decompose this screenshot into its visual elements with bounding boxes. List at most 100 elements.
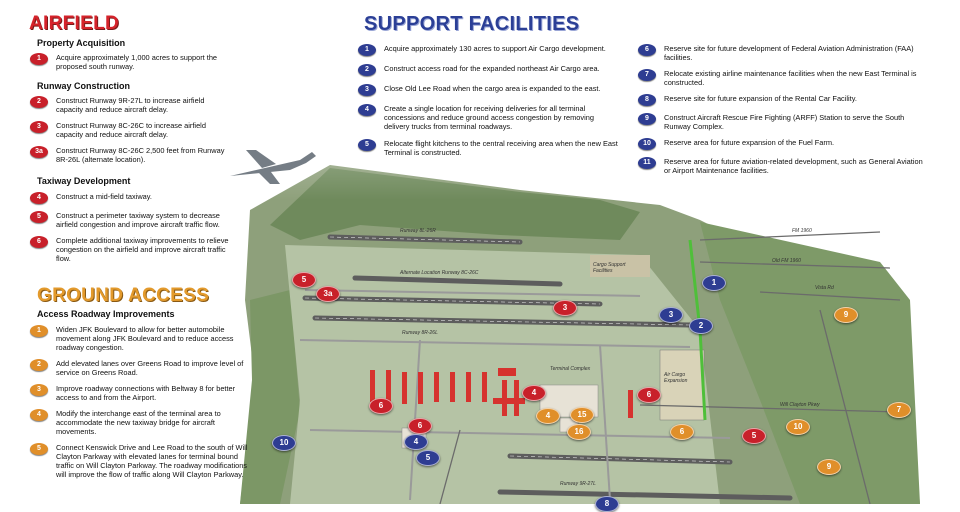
item-text: Construct Aircraft Rescue Fire Fighting … — [664, 113, 905, 131]
map-marker-red-5[interactable]: 5 — [292, 272, 316, 288]
ground-item: 4 Modify the interchange east of the ter… — [30, 409, 252, 436]
map-marker-blue-5[interactable]: 5 — [416, 450, 440, 466]
map-marker-red-3[interactable]: 3 — [553, 300, 577, 316]
number-badge: 3 — [30, 121, 48, 133]
item-text: Construct Runway 8C-26C 2,500 feet from … — [56, 146, 225, 164]
label-runway-9r: Runway 9R-27L — [560, 481, 596, 487]
support-item: 3 Close Old Lee Road when the cargo area… — [358, 84, 620, 96]
support-item: 6 Reserve site for future development of… — [638, 44, 928, 62]
number-badge: 7 — [638, 69, 656, 81]
air-cargo-expansion — [659, 349, 705, 421]
ground-list: 1 Widen JFK Boulevard to allow for bette… — [30, 325, 252, 479]
item-text: Reserve site for future development of F… — [664, 44, 914, 62]
number-badge: 8 — [638, 94, 656, 106]
map-marker-red-6[interactable]: 6 — [408, 418, 432, 434]
number-badge: 4 — [358, 104, 376, 116]
number-badge: 10 — [638, 138, 656, 150]
label-vista-road: Vista Rd — [815, 285, 834, 291]
support-item: 11 Reserve area for future aviation-rela… — [638, 157, 928, 175]
map-marker-orange-16[interactable]: 16 — [567, 424, 591, 440]
map-marker-orange-9[interactable]: 9 — [817, 459, 841, 475]
map-marker-blue-3[interactable]: 3 — [659, 307, 683, 323]
airplane-icon — [230, 150, 316, 184]
item-text: Reserve area for future aviation-related… — [664, 157, 923, 175]
support-item: 1 Acquire approximately 130 acres to sup… — [358, 44, 620, 56]
roads — [439, 231, 901, 504]
vista-road — [759, 291, 901, 301]
item-text: Acquire approximately 1,000 acres to sup… — [56, 53, 218, 71]
runway-item: 3a Construct Runway 8C-26C 2,500 feet fr… — [30, 146, 230, 164]
property-item: 1 Acquire approximately 1,000 acres to s… — [30, 53, 240, 71]
runway-9r-27l — [497, 489, 793, 501]
map-marker-red-5[interactable]: 5 — [742, 428, 766, 444]
number-badge: 1 — [358, 44, 376, 56]
east-woods — [700, 222, 920, 504]
map-marker-blue-2[interactable]: 2 — [689, 318, 713, 334]
number-badge: 6 — [638, 44, 656, 56]
item-text: Relocate existing airline maintenance fa… — [664, 69, 917, 87]
item-text: Complete additional taxiway improvements… — [56, 236, 229, 263]
number-badge: 3 — [358, 84, 376, 96]
map-marker-orange-7[interactable]: 7 — [887, 402, 911, 418]
item-text: Relocate flight kitchens to the central … — [384, 139, 618, 157]
jfk-road — [439, 429, 461, 504]
support-item: 4 Create a single location for receiving… — [358, 104, 620, 131]
map-marker-orange-10[interactable]: 10 — [786, 419, 810, 435]
item-text: Connect Kenswick Drive and Lee Road to t… — [56, 443, 248, 479]
number-badge: 3 — [30, 384, 48, 396]
number-badge: 11 — [638, 157, 656, 169]
support-item: 2 Construct access road for the expanded… — [358, 64, 620, 76]
support-item: 10 Reserve area for future expansion of … — [638, 138, 928, 150]
item-text: Reserve site for future expansion of the… — [664, 94, 857, 103]
runway-item: 3 Construct Runway 8C-26C to increase ai… — [30, 121, 230, 139]
item-text: Construct Runway 8C-26C to increase airf… — [56, 121, 206, 139]
fm1960-road — [699, 231, 881, 241]
support-item: 9 Construct Aircraft Rescue Fire Fightin… — [638, 113, 928, 131]
taxiway-item: 6 Complete additional taxiway improvemen… — [30, 236, 230, 263]
item-text: Construct Runway 9R-27L to increase airf… — [56, 96, 205, 114]
label-old-fm1960: Old FM 1960 — [772, 258, 801, 264]
map-marker-orange-15[interactable]: 15 — [570, 407, 594, 423]
number-badge: 5 — [30, 211, 48, 223]
property-list: 1 Acquire approximately 1,000 acres to s… — [30, 53, 240, 71]
map-marker-blue-1[interactable]: 1 — [702, 275, 726, 291]
number-badge: 6 — [30, 236, 48, 248]
label-runway-8l: Runway 8L-26R — [400, 228, 436, 234]
map-marker-blue-10[interactable]: 10 — [272, 435, 296, 451]
item-text: Add elevated lanes over Greens Road to i… — [56, 359, 244, 377]
map-marker-red-6[interactable]: 6 — [637, 387, 661, 403]
number-badge: 5 — [358, 139, 376, 151]
map-marker-orange-6[interactable]: 6 — [670, 424, 694, 440]
label-runway-8c: Alternate Location Runway 8C-26C — [400, 270, 479, 276]
label-fm1960: FM 1960 — [792, 228, 812, 234]
taxiway-item: 4 Construct a mid-field taxiway. — [30, 192, 230, 204]
taxiway-heading: Taxiway Development — [37, 176, 131, 186]
map-marker-red-4[interactable]: 4 — [522, 385, 546, 401]
map-marker-orange-9[interactable]: 9 — [834, 307, 858, 323]
ground-item: 3 Improve roadway connections with Beltw… — [30, 384, 252, 402]
number-badge: 9 — [638, 113, 656, 125]
map-marker-blue-4[interactable]: 4 — [404, 434, 428, 450]
item-text: Construct access road for the expanded n… — [384, 64, 600, 73]
support-list-col2: 6 Reserve site for future development of… — [638, 44, 928, 175]
item-text: Improve roadway connections with Beltway… — [56, 384, 236, 402]
label-runway-8r: Runway 8R-26L — [402, 330, 438, 336]
ground-access-heading: GROUND ACCESS — [37, 285, 210, 306]
item-text: Modify the interchange east of the termi… — [56, 409, 221, 436]
old-fm1960-road — [699, 261, 891, 269]
runway-list: 2 Construct Runway 9R-27L to increase ai… — [30, 96, 230, 164]
item-text: Widen JFK Boulevard to allow for better … — [56, 325, 234, 352]
map-marker-red-3a[interactable]: 3a — [316, 286, 340, 302]
number-badge: 3a — [30, 146, 48, 158]
support-list-col1: 1 Acquire approximately 130 acres to sup… — [358, 44, 620, 157]
map-marker-red-6[interactable]: 6 — [369, 398, 393, 414]
item-text: Construct a perimeter taxiway system to … — [56, 211, 220, 229]
roadway-heading: Access Roadway Improvements — [37, 309, 175, 319]
map-marker-blue-8[interactable]: 8 — [595, 496, 619, 512]
item-text: Close Old Lee Road when the cargo area i… — [384, 84, 601, 93]
ground-item: 1 Widen JFK Boulevard to allow for bette… — [30, 325, 252, 352]
map-marker-orange-4[interactable]: 4 — [536, 408, 560, 424]
ground-item: 2 Add elevated lanes over Greens Road to… — [30, 359, 252, 377]
taxiway-list: 4 Construct a mid-field taxiway. 5 Const… — [30, 192, 230, 263]
